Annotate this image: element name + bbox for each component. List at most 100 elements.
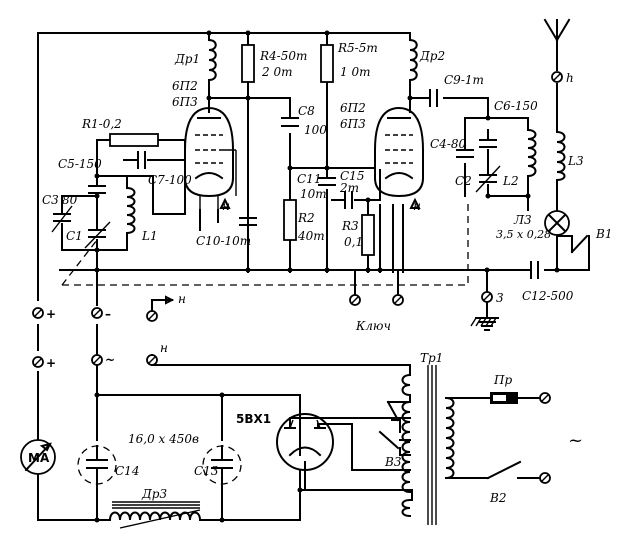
capacitor-c9 [429,89,438,107]
capacitor-c8 [281,117,299,127]
capacitor-c3 [51,205,73,233]
label-c6: C6-150 [494,99,538,113]
label-c12: C12-500 [522,289,574,303]
terminals[interactable] [32,291,551,484]
label-c5: C5-150 [58,157,102,171]
label-term-plus1: + [46,307,56,321]
capacitor-c2 [475,165,501,193]
label-tube1-a: 6П2 [172,79,198,93]
label-c8-v: 100 [304,123,327,137]
label-c13: C13 [194,464,219,478]
capacitor-c5 [88,185,106,194]
label-c3: C3 [42,193,59,207]
label-c3-v: 80 [62,193,78,207]
lamp-l3 [544,210,570,236]
label-term-plus2: + [46,356,56,370]
label-b3: B3 [384,455,402,469]
capacitor-c6 [479,139,497,148]
label-dr3: Др3 [141,487,167,501]
tube-1 [184,106,237,210]
capacitor-c7 [137,151,146,169]
capacitor-c15 [344,191,353,209]
label-c14: C14 [115,464,139,478]
label-c11-v: 10т [300,187,327,201]
label-b2: B2 [489,491,506,505]
label-dr2: Др2 [419,49,445,63]
transformer-tr1 [401,365,455,525]
heater-arrows [165,295,175,305]
label-key: Ключ [355,319,391,333]
label-r1: R1-0,2 [81,117,122,131]
capacitor-c4 [456,149,474,158]
antenna [543,18,571,83]
label-c10: C10-10т [196,234,251,248]
label-c9: C9-1т [444,73,484,87]
coil-l1 [125,186,136,236]
label-r4-w: 2 0т [261,65,292,79]
label-c14-13-v: 16,0 х 450в [128,432,199,446]
label-l2: L2 [502,174,519,188]
capacitor-c12 [530,261,539,279]
junctions [94,30,560,523]
label-term-minus1: – [105,307,111,321]
label-term-h2: н [160,341,168,355]
ground-symbol [470,317,499,331]
rectifier-tube [276,413,334,471]
label-ma: МА [28,451,50,465]
resistor-r4 [241,44,255,83]
resistor-r5 [320,44,334,83]
label-c15: C15 [340,169,364,183]
label-lamp: Л3 [513,213,532,227]
choke-dr3 [108,501,206,529]
label-ac: ~ [568,430,583,451]
choke-dr1 [207,38,217,86]
coil-l2 [526,128,537,178]
capacitor-c10 [239,217,257,226]
label-tube2-a: 6П2 [340,101,366,115]
label-ground: 3 [496,291,504,305]
label-r2-v: 40т [297,229,325,243]
label-r3: R3 [341,219,359,233]
labels: Др1 6П2 6П3 R4-50т 2 0т R5-5т 1 0т Др2 C… [28,41,612,505]
label-dr1: Др1 [174,52,200,66]
milliammeter [20,439,56,475]
label-pr: Пр [493,373,512,387]
resistor-r1 [109,133,159,147]
label-tube2-b: 6П3 [340,117,366,131]
label-r5: R5-5т [337,41,378,55]
label-c15-v: 2т [339,181,359,195]
label-antenna-h: h [566,71,574,85]
label-r5-w: 1 0т [340,65,370,79]
label-r3-v: 0,1 [344,235,363,249]
label-tube1-b: 6П3 [172,95,198,109]
capacitor-c11 [318,177,336,186]
label-r4: R4-50т [259,49,307,63]
resistor-r2 [283,199,297,241]
label-c2: C2 [455,174,472,188]
capacitor-c13 [202,445,242,491]
label-h2: н [413,199,421,213]
tuning-linkage [61,200,469,286]
label-l3: L3 [567,154,584,168]
label-term-h1: н [178,292,186,306]
coil-l3 [555,130,566,182]
label-h1: н [222,199,230,213]
fuse [490,392,518,404]
label-rect: 5ВХ1 [236,412,271,426]
tube-2 [374,106,424,209]
label-c1: C1 [66,229,83,243]
label-c8: C8 [298,104,315,118]
capacitor-c1 [84,221,111,249]
label-b1: B1 [595,227,612,241]
label-tr1: Тр1 [420,351,443,365]
resistor-r3 [361,214,375,256]
label-l1: L1 [141,229,158,243]
label-c4: C4-80 [430,137,467,151]
label-lamp-v: 3,5 х 0,28 [496,228,551,241]
capacitor-c14 [77,445,117,491]
label-c11: C11 [297,172,321,186]
label-term-minus2: ~ [105,353,115,367]
label-r2: R2 [297,211,315,225]
choke-dr2 [408,38,418,86]
